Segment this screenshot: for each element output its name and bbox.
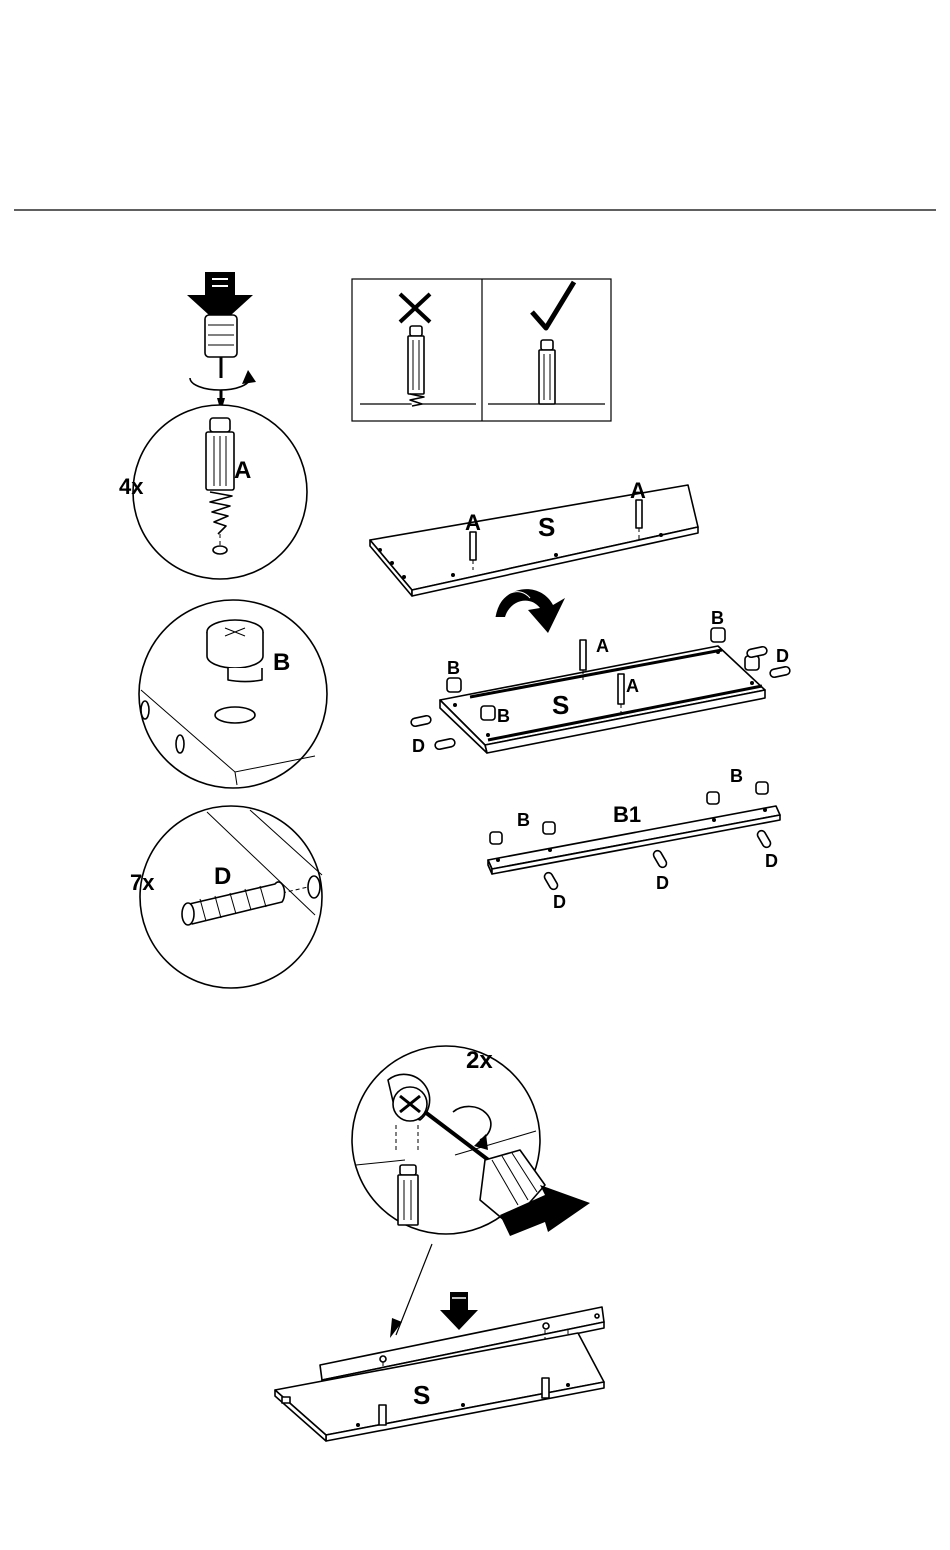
cam-bolt-detail-circle	[133, 405, 307, 579]
part-d-label: D	[765, 851, 778, 871]
part-b-label: B	[447, 658, 460, 678]
leader-line	[396, 1244, 432, 1335]
part-b-label: B	[730, 766, 743, 786]
panel-s-top	[370, 485, 698, 596]
part-d-label: D	[776, 646, 789, 666]
part-a-label: A	[234, 457, 251, 484]
part-a-label: A	[630, 478, 646, 503]
rail-b1	[488, 782, 780, 891]
cam-lock-detail-circle	[139, 600, 327, 788]
part-b-label: B	[711, 608, 724, 628]
panel-s-label: S	[538, 512, 555, 542]
down-arrow-icon	[440, 1292, 478, 1330]
depth-check-panel	[352, 279, 611, 421]
part-d-label: D	[553, 892, 566, 912]
part-b-label: B	[497, 706, 510, 726]
tighten-quantity: 2x	[466, 1047, 493, 1074]
part-d-label: D	[412, 736, 425, 756]
cam-bolt-quantity: 4x	[119, 474, 144, 499]
part-d-label: D	[214, 863, 231, 890]
part-b-label: B	[517, 810, 530, 830]
part-a-label: A	[626, 676, 639, 696]
rotate-arrow-icon	[190, 378, 250, 390]
dowel-quantity: 7x	[130, 870, 155, 895]
flip-arrow-icon	[495, 589, 565, 633]
part-d-label: D	[656, 873, 669, 893]
panel-s-label: S	[552, 690, 569, 720]
part-a-label: A	[465, 510, 481, 535]
screwdriver-tip	[205, 315, 237, 412]
rail-b1-label: B1	[613, 802, 641, 827]
dowel-detail-circle	[140, 806, 322, 988]
part-a-label: A	[596, 636, 609, 656]
panel-s-label: S	[413, 1380, 430, 1410]
part-b-label: B	[273, 649, 290, 676]
